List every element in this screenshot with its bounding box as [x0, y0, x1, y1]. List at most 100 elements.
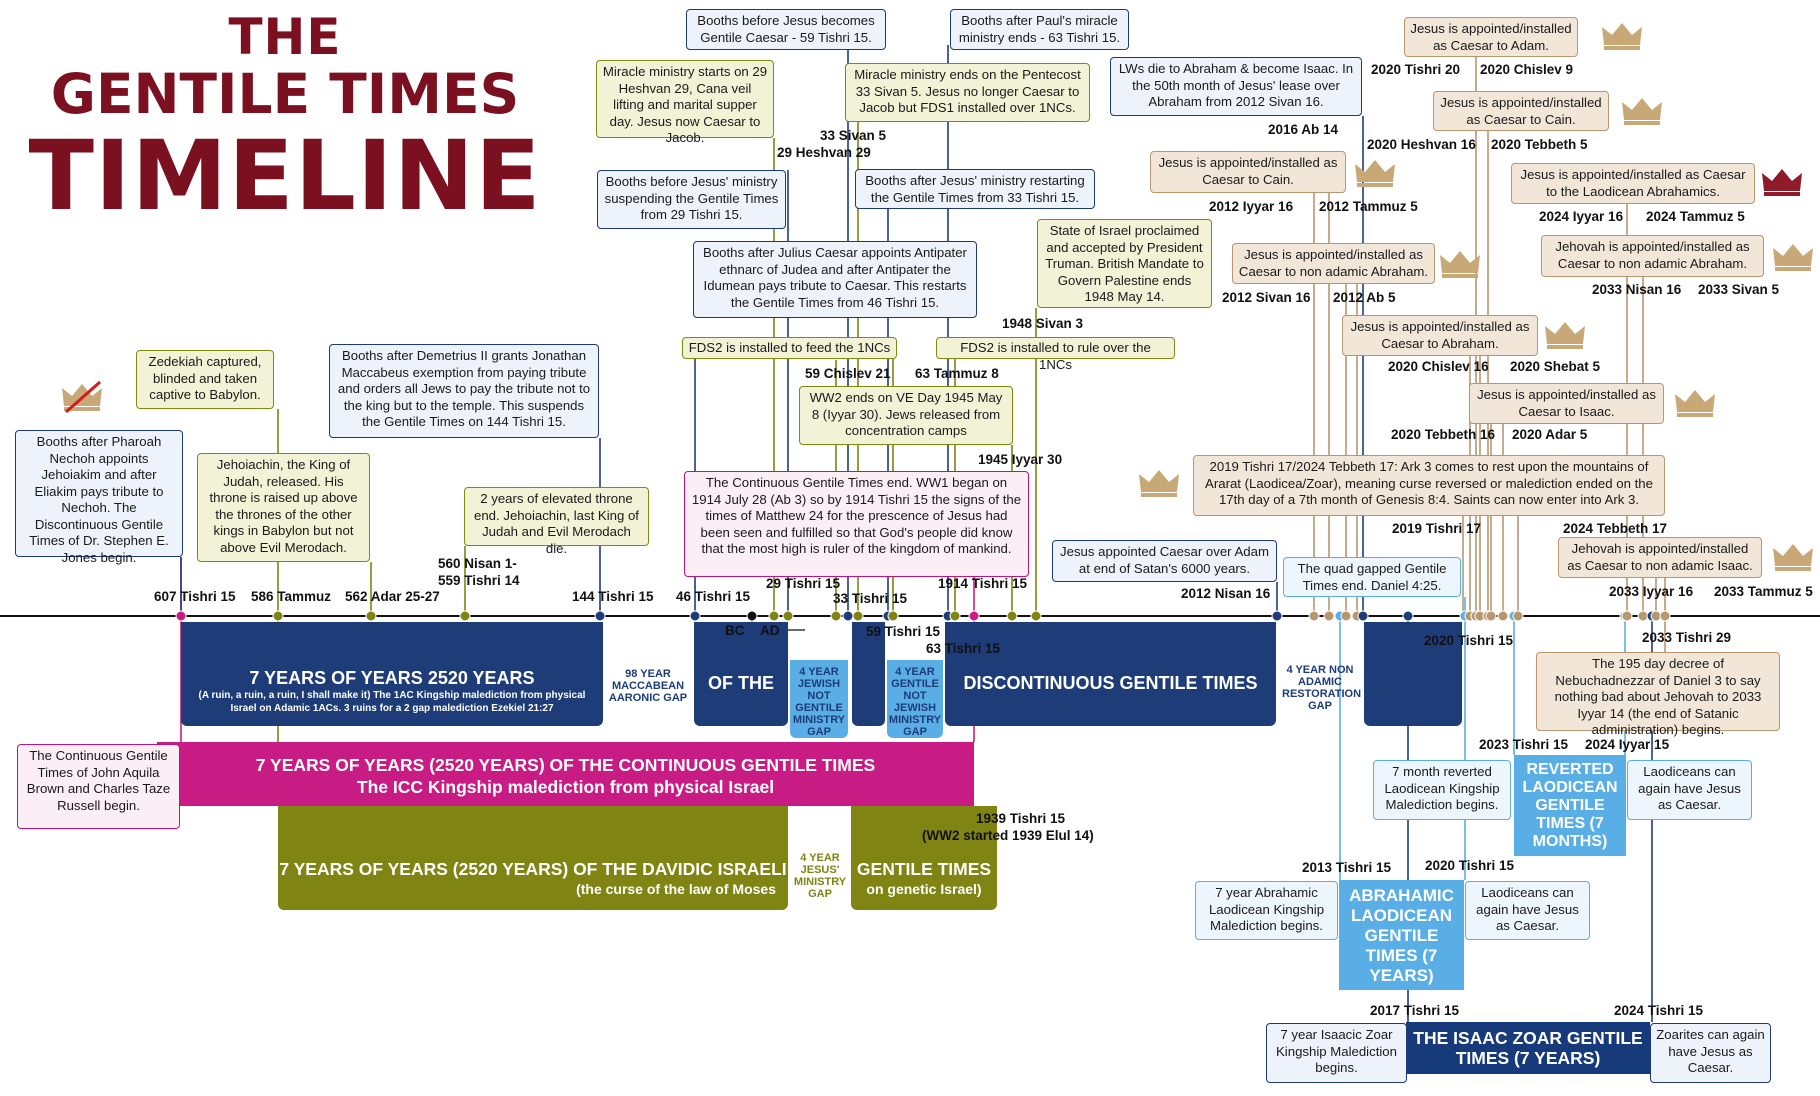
- event-marker: [746, 610, 758, 622]
- date-59-chislev: 59 Chislev 21: [805, 366, 891, 381]
- event-marker: [1006, 610, 1018, 622]
- date-2020-b: 2020 Tishri 15: [1425, 858, 1515, 873]
- date-562: 562 Adar 25-27: [345, 589, 440, 604]
- gentile-ministry-gap-band: [887, 660, 943, 738]
- crown-icon: [1545, 322, 1585, 349]
- note-caesar-cain-2: Jesus is appointed/installed as Caesar t…: [1433, 91, 1609, 131]
- event-marker: [968, 610, 980, 622]
- note-lws-die: LWs die to Abraham & become Isaac. In th…: [1110, 57, 1362, 116]
- date-2033-tammuz5: 2033 Tammuz 5: [1714, 584, 1813, 599]
- date-2012-sivan: 2012 Sivan 16: [1222, 290, 1311, 305]
- event-marker: [594, 610, 606, 622]
- discontinuous-band-title: 7 YEARS OF YEARS 2520 YEARS: [249, 668, 535, 688]
- event-marker: [1659, 610, 1671, 622]
- date-1939-note: (WW2 started 1939 Elul 14): [922, 828, 1094, 843]
- note-zedekiah: Zedekiah captured, blinded and taken cap…: [136, 350, 274, 409]
- note-ww2-ends: WW2 ends on VE Day 1945 May 8 (Iyyar 30)…: [799, 386, 1013, 445]
- note-caesar-non-adamic-abraham: Jesus is appointed/installed as Caesar t…: [1232, 243, 1435, 284]
- crown-icon: [1762, 169, 1802, 196]
- note-caesar-adam: Jesus is appointed/installed as Caesar t…: [1404, 17, 1578, 57]
- date-2012-tammuz: 2012 Tammuz 5: [1319, 199, 1418, 214]
- note-booths-restarting: Booths after Jesus' ministry restarting …: [855, 169, 1095, 209]
- note-jehoiachin-released: Jehoiachin, the King of Judah, released.…: [197, 453, 370, 562]
- date-1945: 1945 Iyyar 30: [978, 452, 1063, 467]
- abrahamic-band-label: ABRAHAMIC LAODICEAN GENTILE TIMES (7 YEA…: [1349, 886, 1454, 985]
- isaacic-band-label: THE ISAAC ZOAR GENTILE TIMES (7 YEARS): [1413, 1028, 1643, 1068]
- note-continuous-begin: The Continuous Gentile Times of John Aqu…: [17, 744, 180, 829]
- event-marker: [1308, 610, 1320, 622]
- reverted-band: REVERTED LAODICEAN GENTILE TIMES (7 MONT…: [1514, 755, 1626, 856]
- note-caesar-abraham: Jesus is appointed/installed as Caesar t…: [1342, 315, 1538, 356]
- date-2017: 2017 Tishri 15: [1370, 1003, 1460, 1018]
- discontinuous-band-sub: (A ruin, a ruin, a ruin, I shall make it…: [198, 690, 586, 714]
- discontinuous-band-part2: OF THE: [694, 622, 788, 726]
- date-1939: 1939 Tishri 15: [976, 811, 1066, 826]
- davidic-band: 7 YEARS OF YEARS (2520 YEARS) OF THE DAV…: [278, 806, 788, 910]
- date-2023: 2023 Tishri 15: [1479, 737, 1569, 752]
- note-isaacic-7year: 7 year Isaacic Zoar Kingship Malediction…: [1266, 1023, 1407, 1083]
- isaacic-band: THE ISAAC ZOAR GENTILE TIMES (7 YEARS): [1406, 1022, 1650, 1074]
- note-caesar-isaac: Jesus is appointed/installed as Caesar t…: [1469, 383, 1664, 424]
- davidic-band-title: 7 YEARS OF YEARS (2520 YEARS) OF THE DAV…: [279, 859, 787, 879]
- continuous-band: 7 YEARS OF YEARS (2520 YEARS) OF THE CON…: [157, 742, 974, 806]
- date-2013: 2013 Tishri 15: [1302, 860, 1392, 875]
- date-2020-chislev16: 2020 Chislev 16: [1388, 359, 1489, 374]
- jewish-ministry-gap-label: 4 YEAR JEWISH NOT GENTILE MINISTRY GAP: [792, 666, 846, 738]
- date-2033-nisan16: 2033 Nisan 16: [1592, 282, 1682, 297]
- crown-icon: [1602, 23, 1642, 50]
- date-29-heshvan: 29 Heshvan 29: [777, 145, 871, 160]
- event-marker: [1512, 610, 1524, 622]
- continuous-band-title: 7 YEARS OF YEARS (2520 YEARS) OF THE CON…: [255, 755, 876, 775]
- date-2019-tishri17: 2019 Tishri 17: [1392, 521, 1482, 536]
- note-ark3: 2019 Tishri 17/2024 Tebbeth 17: Ark 3 co…: [1193, 455, 1665, 516]
- event-marker: [1485, 610, 1497, 622]
- date-559: 559 Tishri 14: [438, 573, 520, 588]
- note-laodiceans-2024: Laodiceans can again have Jesus as Caesa…: [1627, 760, 1752, 820]
- date-586: 586 Tammuz: [251, 589, 332, 604]
- davidic-gentile-label: GENTILE TIMES: [856, 859, 992, 879]
- title-line-2: GENTILE TIMES: [50, 62, 520, 126]
- event-marker: [782, 610, 794, 622]
- event-marker: [887, 610, 899, 622]
- maccabean-gap-label: 98 YEAR MACCABEAN AARONIC GAP: [608, 668, 688, 704]
- date-33-sivan: 33 Sivan 5: [820, 128, 887, 143]
- date-2024-iyyar16: 2024 Iyyar 16: [1539, 209, 1624, 224]
- note-reverted-7month: 7 month reverted Laodicean Kingship Male…: [1373, 760, 1511, 820]
- event-marker: [768, 610, 780, 622]
- davidic-band-end: GENTILE TIMES on genetic Israel): [851, 806, 997, 910]
- event-marker: [1357, 610, 1369, 622]
- date-2033-sivan5: 2033 Sivan 5: [1698, 282, 1780, 297]
- date-2020-tishri20: 2020 Tishri 20: [1371, 62, 1461, 77]
- event-marker: [272, 610, 284, 622]
- crown-icon: [1773, 244, 1813, 271]
- crown-icon: [1773, 544, 1813, 571]
- date-59: 59 Tishri 15: [866, 624, 941, 639]
- title-line-3: TIMELINE: [28, 120, 542, 232]
- date-63: 63 Tishri 15: [926, 641, 1001, 656]
- ad-label: AD: [760, 623, 780, 638]
- date-1948: 1948 Sivan 3: [1002, 316, 1084, 331]
- discontinuous-band-part5: [1364, 622, 1462, 726]
- crown-icon: [1675, 390, 1715, 417]
- note-booths-pharaoh: Booths after Pharoah Nechoh appoints Jeh…: [15, 430, 183, 565]
- note-israel-proclaimed: State of Israel proclaimed and accepted …: [1037, 219, 1212, 308]
- date-46: 46 Tishri 15: [676, 589, 751, 604]
- note-jehovah-abraham: Jehovah is appointed/installed as Caesar…: [1541, 235, 1764, 277]
- event-marker: [1323, 610, 1335, 622]
- discontinuous-band-part4: DISCONTINUOUS GENTILE TIMES: [945, 622, 1276, 726]
- date-2024-tebbeth17: 2024 Tebbeth 17: [1563, 521, 1668, 536]
- event-marker: [1271, 610, 1283, 622]
- date-2012-ab: 2012 Ab 5: [1333, 290, 1396, 305]
- event-marker: [830, 610, 842, 622]
- event-marker: [459, 610, 471, 622]
- crown-icon: [1355, 160, 1395, 187]
- note-abrahamic-7year: 7 year Abrahamic Laodicean Kingship Male…: [1195, 881, 1338, 940]
- note-laodiceans-2020: Laodiceans can again have Jesus as Caesa…: [1465, 881, 1590, 940]
- note-caesar-laodicean: Jesus is appointed/installed as Caesar t…: [1511, 163, 1755, 204]
- abrahamic-band: ABRAHAMIC LAODICEAN GENTILE TIMES (7 YEA…: [1339, 880, 1464, 990]
- of-the-label: OF THE: [708, 673, 774, 693]
- date-2020-heshvan16: 2020 Heshvan 16: [1367, 137, 1476, 152]
- crown-icon: [1440, 251, 1480, 278]
- reverted-band-label: REVERTED LAODICEAN GENTILE TIMES (7 MONT…: [1522, 761, 1618, 850]
